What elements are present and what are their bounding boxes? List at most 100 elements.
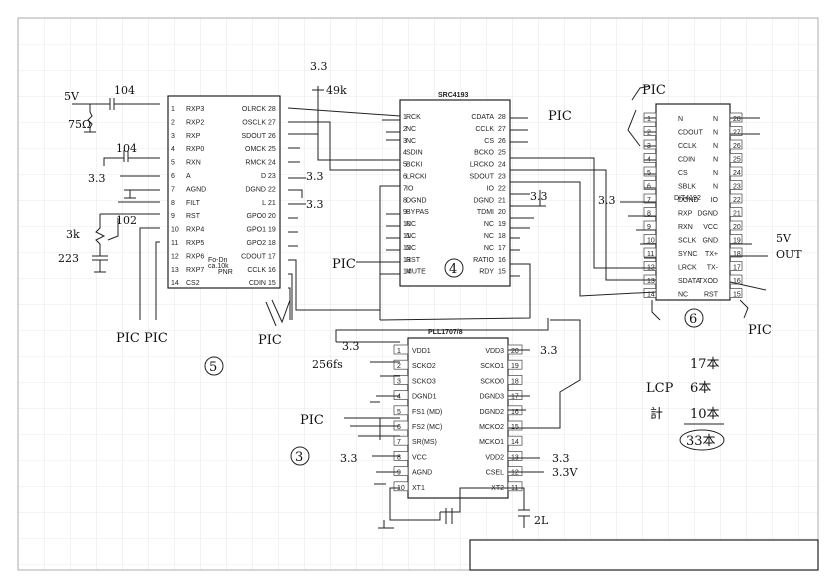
- c6-pin-number: 15: [733, 292, 741, 299]
- chip-6-title: DIT4192: [674, 195, 701, 202]
- c4-pin-label: RATIO: [473, 257, 494, 264]
- tally-lcp-value: 6本: [690, 381, 711, 396]
- c5-pin-number: 18: [268, 240, 276, 247]
- c4-pin-label: RST: [406, 257, 421, 264]
- c5-pin-label: RMCK: [245, 160, 266, 167]
- annotations: 5V 104 75Ω 104 3.3 3k 102 223 PIC PIC PI…: [58, 60, 802, 527]
- c4-pin-label: DGND: [473, 197, 494, 204]
- c5-pin-number: 21: [268, 200, 276, 207]
- c6-pin-label: N: [678, 116, 683, 123]
- c5-pin-number: 16: [268, 267, 276, 274]
- c4-pin-number: 15: [498, 269, 506, 276]
- c5-pin-number: 22: [268, 186, 276, 193]
- chip-4-title: SRC4193: [438, 92, 468, 99]
- tally-total: 17本: [690, 357, 720, 372]
- label-v33-pll8: 3.3: [340, 452, 358, 465]
- c5-pin-label: CCLK: [247, 267, 266, 274]
- c4-pin-number: 24: [498, 162, 506, 169]
- c3-pin-number: 18: [511, 378, 519, 385]
- label-v33-c5a: 3.3: [88, 172, 106, 185]
- c5-pin-number: 14: [171, 280, 179, 287]
- c3-pin-label: SR(MS): [412, 439, 437, 446]
- c6-pin-number: 25: [733, 157, 741, 164]
- c3-pin-number: 7: [397, 439, 401, 446]
- num-5: 5: [209, 360, 217, 375]
- c6-pin-box: [643, 139, 657, 150]
- c4-pin-number: 5: [403, 162, 407, 169]
- c6-pin-box: [729, 274, 743, 285]
- c4-pin-label: NC: [406, 221, 416, 228]
- c6-pin-box: [729, 261, 743, 271]
- c4-pin-label: NC: [406, 126, 416, 133]
- c3-pin-label: FS2 (MC): [412, 424, 442, 431]
- c6-pin-box: [643, 247, 657, 258]
- c3-pin-box: [507, 466, 523, 476]
- c5-pin-number: 3: [171, 133, 175, 140]
- c4-pin-label: SDIN: [406, 150, 423, 157]
- c3-pin-box: [393, 375, 409, 385]
- c3-pin-box: [507, 451, 523, 461]
- label-xtal-cap: 2L: [534, 514, 549, 527]
- c3-pin-number: 1: [397, 348, 401, 355]
- c4-pin-number: 2: [403, 126, 407, 133]
- c3-pin-label: CSEL: [486, 470, 504, 477]
- c4-pin-number: 4: [403, 150, 407, 157]
- c5-pin-number: 1: [171, 106, 175, 113]
- c3-pin-number: 5: [397, 409, 401, 416]
- c6-pin-box: [643, 261, 657, 271]
- c4-pin-number: 19: [498, 221, 506, 228]
- c6-pin-label: N: [713, 170, 718, 177]
- c4-pin-number: 23: [498, 174, 506, 181]
- num-6: 6: [689, 312, 697, 327]
- c6-pin-box: [643, 193, 657, 204]
- label-v33-c5b: 3.3: [306, 170, 324, 183]
- c3-pin-number: 9: [397, 470, 401, 477]
- c3-pin-box: [507, 481, 523, 492]
- label-pic-src: PIC: [548, 109, 572, 124]
- c3-pin-box: [393, 390, 409, 400]
- c5-pin-label: RXP2: [186, 119, 204, 126]
- label-v33-pll1: 3.3: [342, 340, 360, 353]
- c6-pin-label: IO: [711, 197, 719, 204]
- c6-pin-box: [729, 139, 743, 150]
- c5-pin-number: 10: [171, 227, 179, 234]
- c3-pin-number: 14: [511, 439, 519, 446]
- c5-pin-label: RST: [186, 213, 201, 220]
- c5-pin-label: RXP3: [186, 106, 204, 113]
- c5-pin-number: 6: [171, 173, 175, 180]
- c6-pin-label: TX-: [707, 265, 719, 272]
- title-block: [469, 539, 819, 571]
- pin-tally: 17本 LCP 6本 計 10本 33本: [646, 357, 725, 451]
- c5-pin-label: L: [262, 200, 266, 207]
- c5-pin-label: CS2: [186, 280, 200, 287]
- c4-pin-label: NC: [406, 233, 416, 240]
- c5-pin-label: CDIN: [249, 280, 266, 287]
- c6-pin-label: N: [713, 116, 718, 123]
- c3-pin-number: 4: [397, 394, 401, 401]
- label-r-top: 49k: [326, 84, 347, 97]
- c3-pin-number: 6: [397, 424, 401, 431]
- c5-pin-number: 27: [268, 119, 276, 126]
- c5-pin-number: 5: [171, 160, 175, 167]
- c3-pin-label: MCKO2: [479, 424, 504, 431]
- label-cap-104b: 104: [116, 142, 137, 155]
- c3-pin-box: [507, 375, 523, 385]
- c3-pin-box: [393, 344, 409, 355]
- c5-pin-label: RXN: [186, 160, 201, 167]
- c6-pin-box: [643, 153, 657, 163]
- c6-pin-number: 10: [647, 238, 655, 245]
- c4-pin-number: 9: [403, 209, 407, 216]
- c4-pin-number: 6: [403, 174, 407, 181]
- c6-pin-label: SBLK: [678, 184, 696, 191]
- c3-pin-box: [393, 466, 409, 476]
- c3-pin-label: AGND: [412, 470, 432, 477]
- c4-pin-number: 7: [403, 185, 407, 192]
- c4-pin-label: BCKO: [474, 150, 494, 157]
- c3-pin-number: 17: [511, 394, 519, 401]
- c5-pin-number: 4: [171, 146, 175, 153]
- c6-pin-label: N: [713, 184, 718, 191]
- c6-pin-box: [729, 153, 743, 163]
